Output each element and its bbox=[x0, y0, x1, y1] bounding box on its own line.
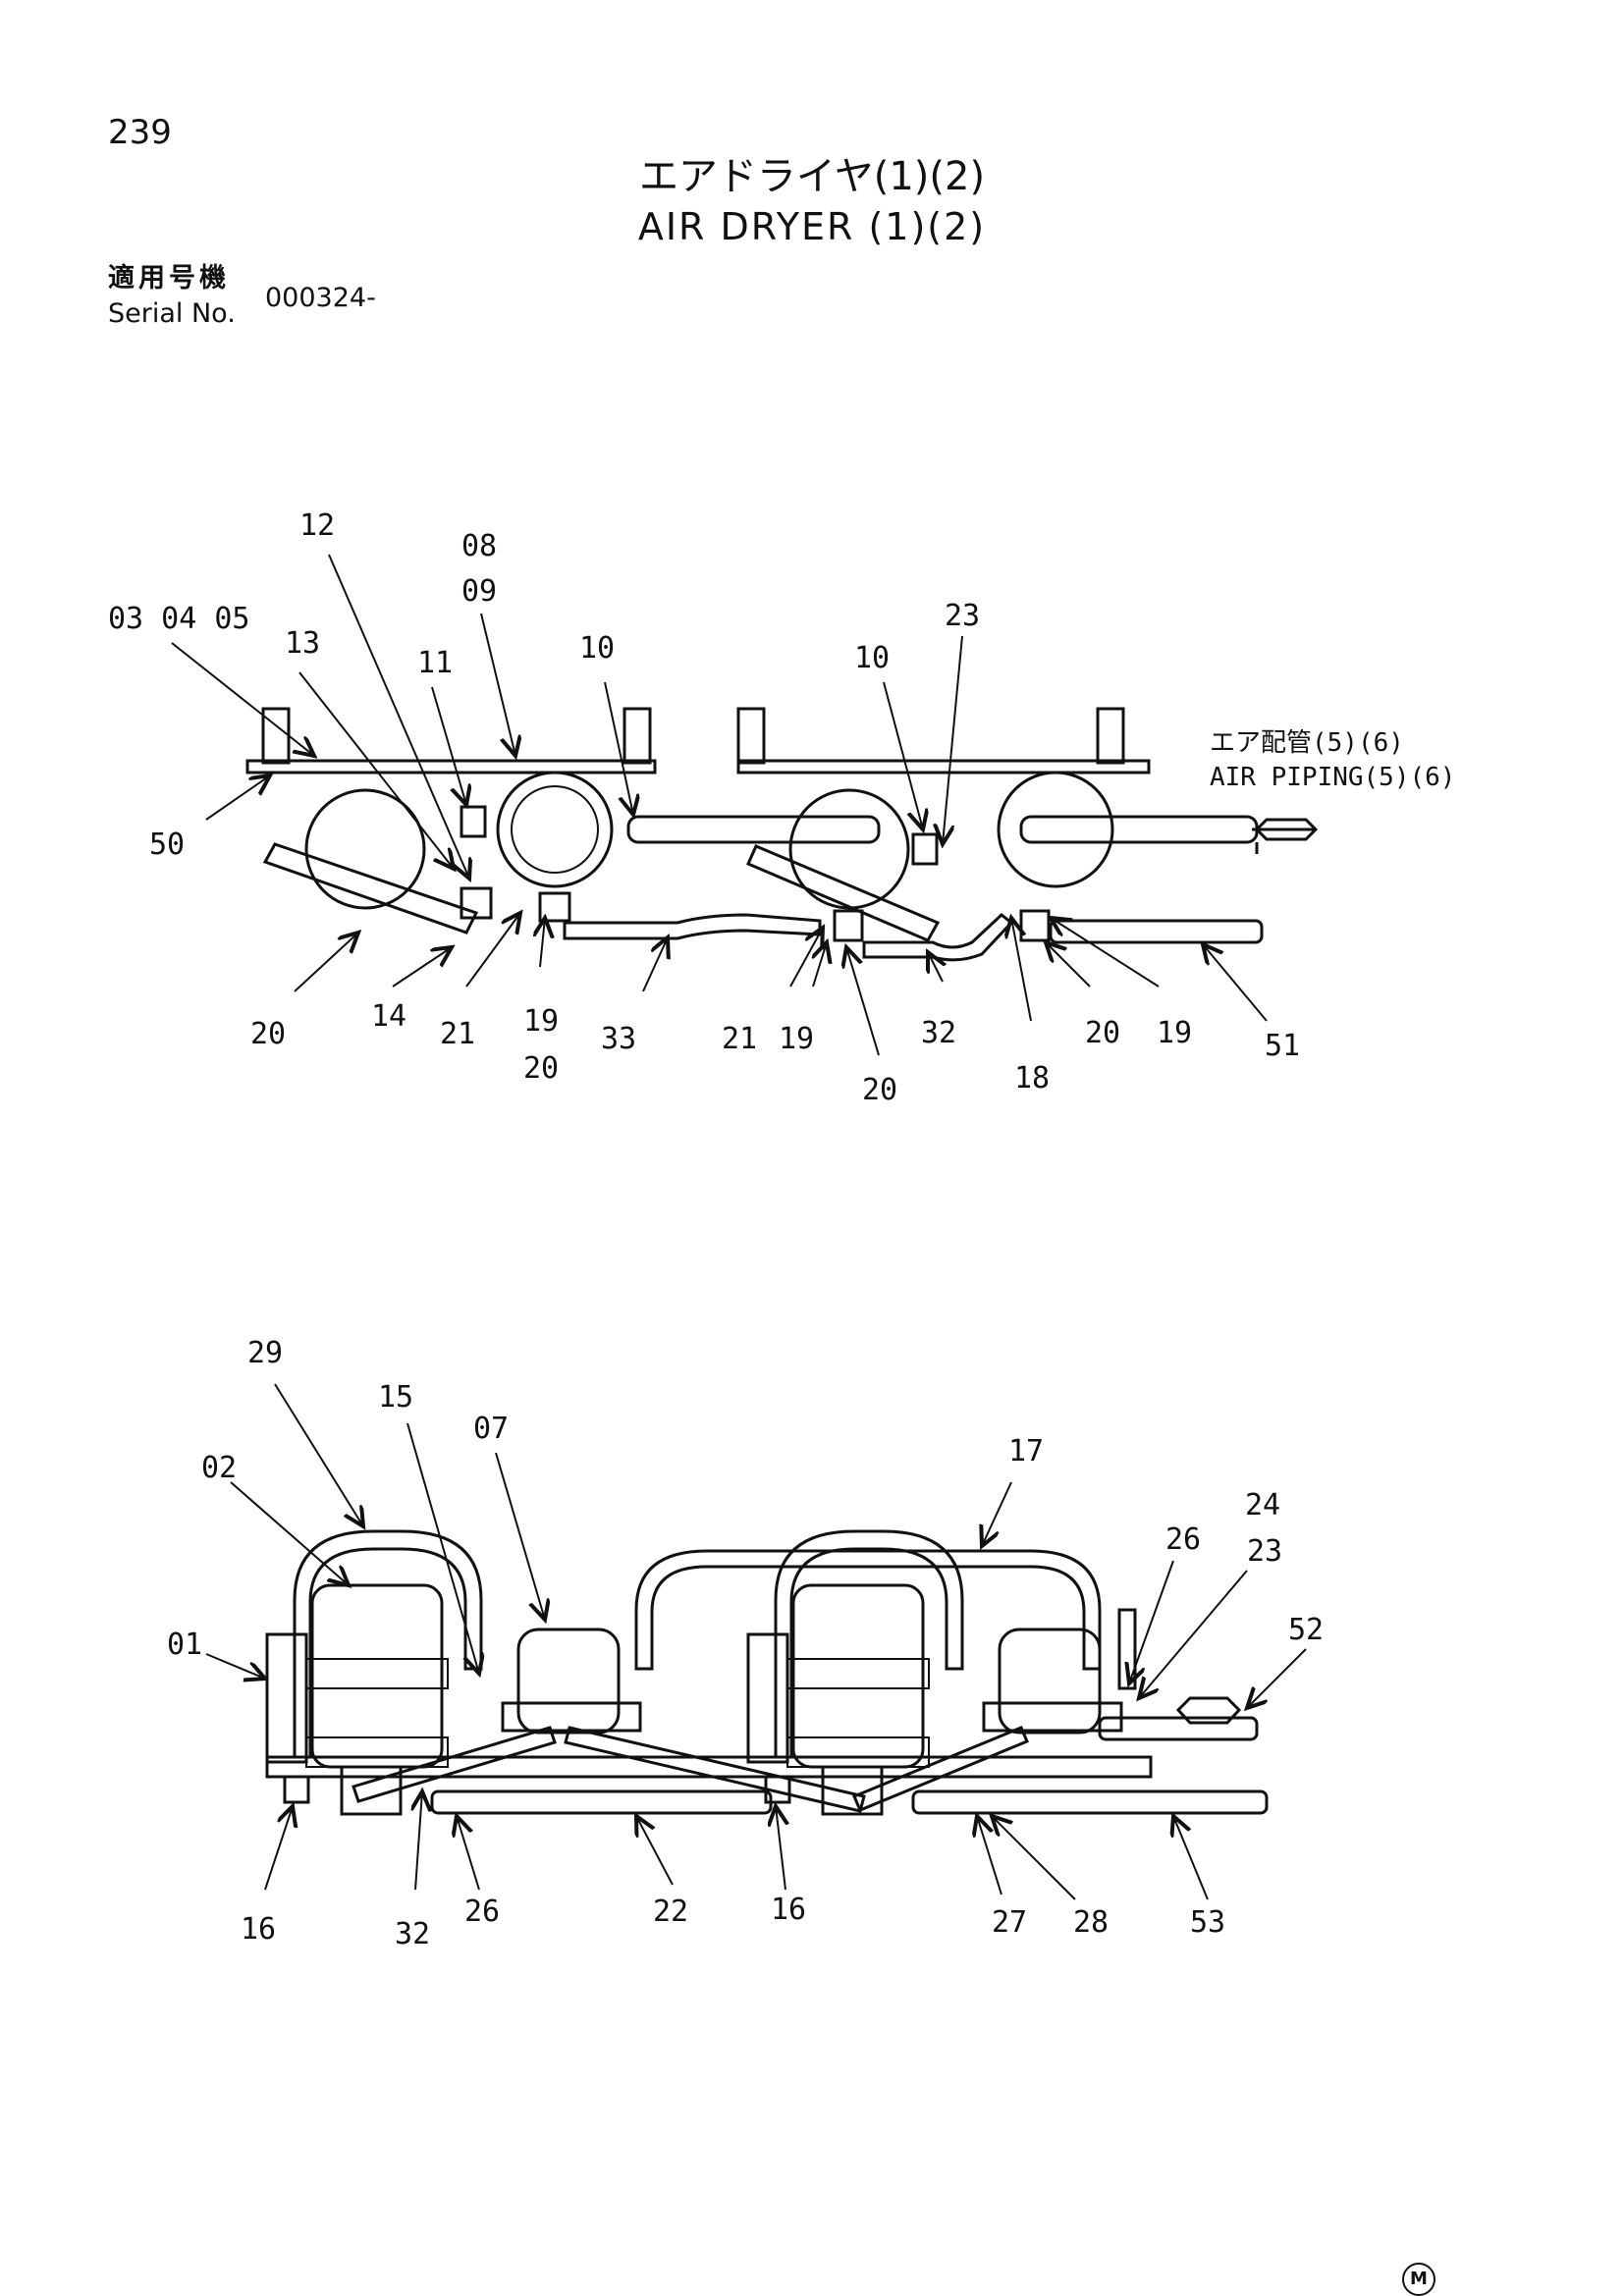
serial-number-value: 000324- bbox=[265, 283, 376, 313]
title-japanese: エアドライヤ(1)(2) bbox=[638, 154, 986, 199]
label-16-left: 16 bbox=[241, 1912, 276, 1947]
label-23-bottom: 23 bbox=[1247, 1534, 1282, 1569]
label-20-d: 20 bbox=[1085, 1016, 1120, 1050]
manual-mark-circle: M bbox=[1402, 2263, 1435, 2296]
title-english: AIR DRYER (1)(2) bbox=[637, 205, 987, 248]
serial-label-english: Serial No. bbox=[108, 298, 236, 329]
label-32-top: 32 bbox=[921, 1016, 956, 1050]
top-view-drawing bbox=[245, 707, 1319, 962]
label-21-b: 21 bbox=[722, 1022, 757, 1056]
label-01: 01 bbox=[167, 1628, 202, 1662]
label-52: 52 bbox=[1288, 1613, 1324, 1647]
label-08: 08 bbox=[461, 529, 497, 563]
label-07: 07 bbox=[473, 1412, 509, 1446]
label-10-left: 10 bbox=[579, 631, 615, 666]
label-16-middle: 16 bbox=[771, 1893, 806, 1927]
label-19-b: 19 bbox=[779, 1022, 814, 1056]
bottom-view-drawing bbox=[265, 1529, 1269, 1816]
label-26-right: 26 bbox=[1165, 1522, 1201, 1557]
label-51: 51 bbox=[1265, 1029, 1300, 1063]
reference-air-piping-ja: エア配管(5)(6) bbox=[1210, 728, 1404, 758]
label-53: 53 bbox=[1190, 1905, 1225, 1940]
label-09: 09 bbox=[461, 574, 497, 609]
label-19-c: 19 bbox=[1157, 1016, 1192, 1050]
label-32-bottom: 32 bbox=[395, 1917, 430, 1951]
label-27: 27 bbox=[992, 1905, 1027, 1940]
reference-air-piping-en: AIR PIPING(5)(6) bbox=[1210, 763, 1455, 792]
label-33: 33 bbox=[601, 1022, 636, 1056]
label-03-04-05: 03 04 05 bbox=[108, 602, 250, 636]
top-view-leaders bbox=[171, 554, 1268, 1056]
label-20-b: 20 bbox=[523, 1051, 559, 1086]
label-21-a: 21 bbox=[440, 1017, 475, 1051]
label-23: 23 bbox=[945, 599, 980, 633]
label-02: 02 bbox=[201, 1451, 237, 1485]
bottom-view-leaders bbox=[205, 1383, 1307, 1900]
label-20-c: 20 bbox=[862, 1073, 897, 1107]
label-13: 13 bbox=[285, 626, 320, 661]
label-22: 22 bbox=[653, 1895, 688, 1929]
label-15: 15 bbox=[378, 1380, 413, 1415]
label-12: 12 bbox=[299, 508, 335, 543]
label-28: 28 bbox=[1073, 1905, 1109, 1940]
label-18: 18 bbox=[1014, 1061, 1050, 1095]
label-11: 11 bbox=[417, 646, 453, 680]
label-29: 29 bbox=[247, 1336, 283, 1370]
label-24: 24 bbox=[1245, 1488, 1280, 1522]
page-number: 239 bbox=[108, 113, 172, 152]
label-20-a: 20 bbox=[250, 1017, 286, 1051]
serial-label-japanese: 適用号機 bbox=[108, 263, 230, 294]
label-19-a: 19 bbox=[523, 1004, 559, 1039]
label-50: 50 bbox=[149, 828, 185, 862]
label-14: 14 bbox=[371, 999, 406, 1034]
label-26-left: 26 bbox=[464, 1895, 500, 1929]
label-10-right: 10 bbox=[854, 641, 890, 675]
label-17: 17 bbox=[1008, 1434, 1044, 1468]
